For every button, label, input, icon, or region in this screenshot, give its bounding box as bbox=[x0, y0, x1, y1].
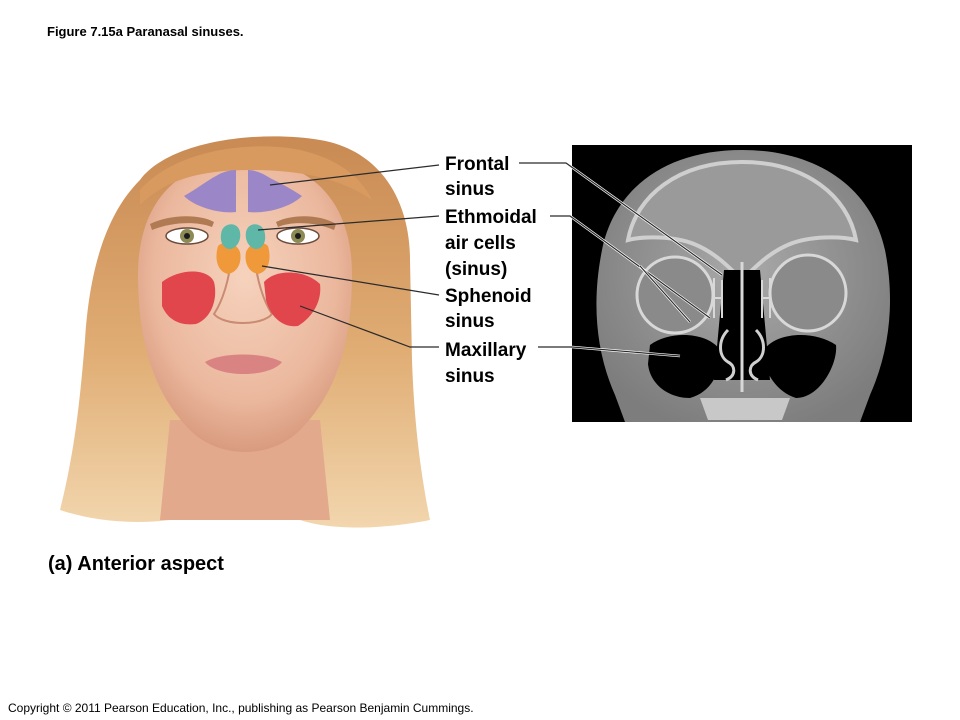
right-eyebrow bbox=[276, 216, 336, 230]
ethmoidal-leader-ct bbox=[550, 215, 711, 319]
maxillary-leader-ct bbox=[538, 346, 681, 357]
ct-ethmoid-cells bbox=[713, 278, 771, 318]
ethmoidal-label-line2: air cells bbox=[445, 233, 516, 254]
ct-turbinates bbox=[719, 328, 765, 382]
lips bbox=[205, 354, 282, 374]
ct-jaw bbox=[700, 398, 790, 420]
svg-text:Sphenoid sinus: Sphenoid sinus bbox=[445, 286, 537, 332]
ethmoidal-label-line1: Ethmoidal bbox=[445, 207, 537, 228]
ethmoidal-leader-ct-branch bbox=[639, 265, 691, 323]
sphenoid-label-line1: Sphenoid bbox=[445, 286, 532, 307]
figure-caption: (a) Anterior aspect bbox=[48, 553, 224, 575]
sphenoid-leader-face bbox=[261, 265, 440, 296]
face-illustration bbox=[60, 136, 430, 528]
maxillary-sinus-left bbox=[162, 271, 216, 325]
frontal-label-line1: Frontal bbox=[445, 154, 509, 175]
nose bbox=[212, 249, 274, 324]
sphenoid-label-line2: sinus bbox=[445, 311, 495, 332]
ct-left-orbit bbox=[635, 255, 715, 335]
ct-scan bbox=[572, 145, 912, 422]
svg-text:Frontal sinus: Frontal sinus bbox=[445, 154, 515, 200]
svg-text:Ethmoidal air cells: Ethmoidal air cells (sinus) bbox=[445, 207, 542, 280]
maxillary-label-line2: sinus bbox=[445, 366, 495, 387]
left-eyebrow bbox=[150, 216, 214, 230]
figure-title: Figure 7.15a Paranasal sinuses. bbox=[47, 24, 244, 39]
maxillary-sinus-callout: Maxillary sinus bbox=[299, 305, 681, 387]
frontal-sinus-right bbox=[248, 170, 302, 213]
sphenoid-sinus-left bbox=[216, 242, 241, 274]
ethmoidal-sinus-right bbox=[245, 224, 266, 250]
svg-text:Maxillary sinus: Maxillary sinus bbox=[445, 340, 532, 387]
maxillary-sinus-right bbox=[264, 272, 321, 327]
sphenoid-sinus-callout: Sphenoid sinus bbox=[261, 265, 537, 332]
maxillary-leader-face bbox=[299, 305, 439, 348]
left-pupil bbox=[184, 233, 190, 239]
ethmoidal-label-line3: (sinus) bbox=[445, 259, 507, 280]
right-pupil bbox=[295, 233, 301, 239]
ethmoidal-leader-face bbox=[257, 215, 440, 231]
ethmoidal-sinus-callout: Ethmoidal air cells (sinus) bbox=[257, 207, 711, 323]
frontal-leader-face bbox=[269, 164, 440, 186]
hair-fringe bbox=[140, 146, 372, 205]
neck bbox=[160, 420, 330, 520]
frontal-sinus-callout: Frontal sinus bbox=[269, 154, 723, 277]
ct-right-orbit bbox=[768, 253, 848, 333]
frontal-leader-ct bbox=[519, 162, 723, 276]
ct-maxillary-sinuses bbox=[648, 334, 837, 398]
copyright-notice: Copyright © 2011 Pearson Education, Inc.… bbox=[8, 701, 474, 715]
frontal-sinus-left bbox=[184, 170, 236, 213]
ethmoidal-sinus-left bbox=[220, 224, 241, 250]
maxillary-label-line1: Maxillary bbox=[445, 340, 527, 361]
frontal-label-line2: sinus bbox=[445, 179, 495, 200]
